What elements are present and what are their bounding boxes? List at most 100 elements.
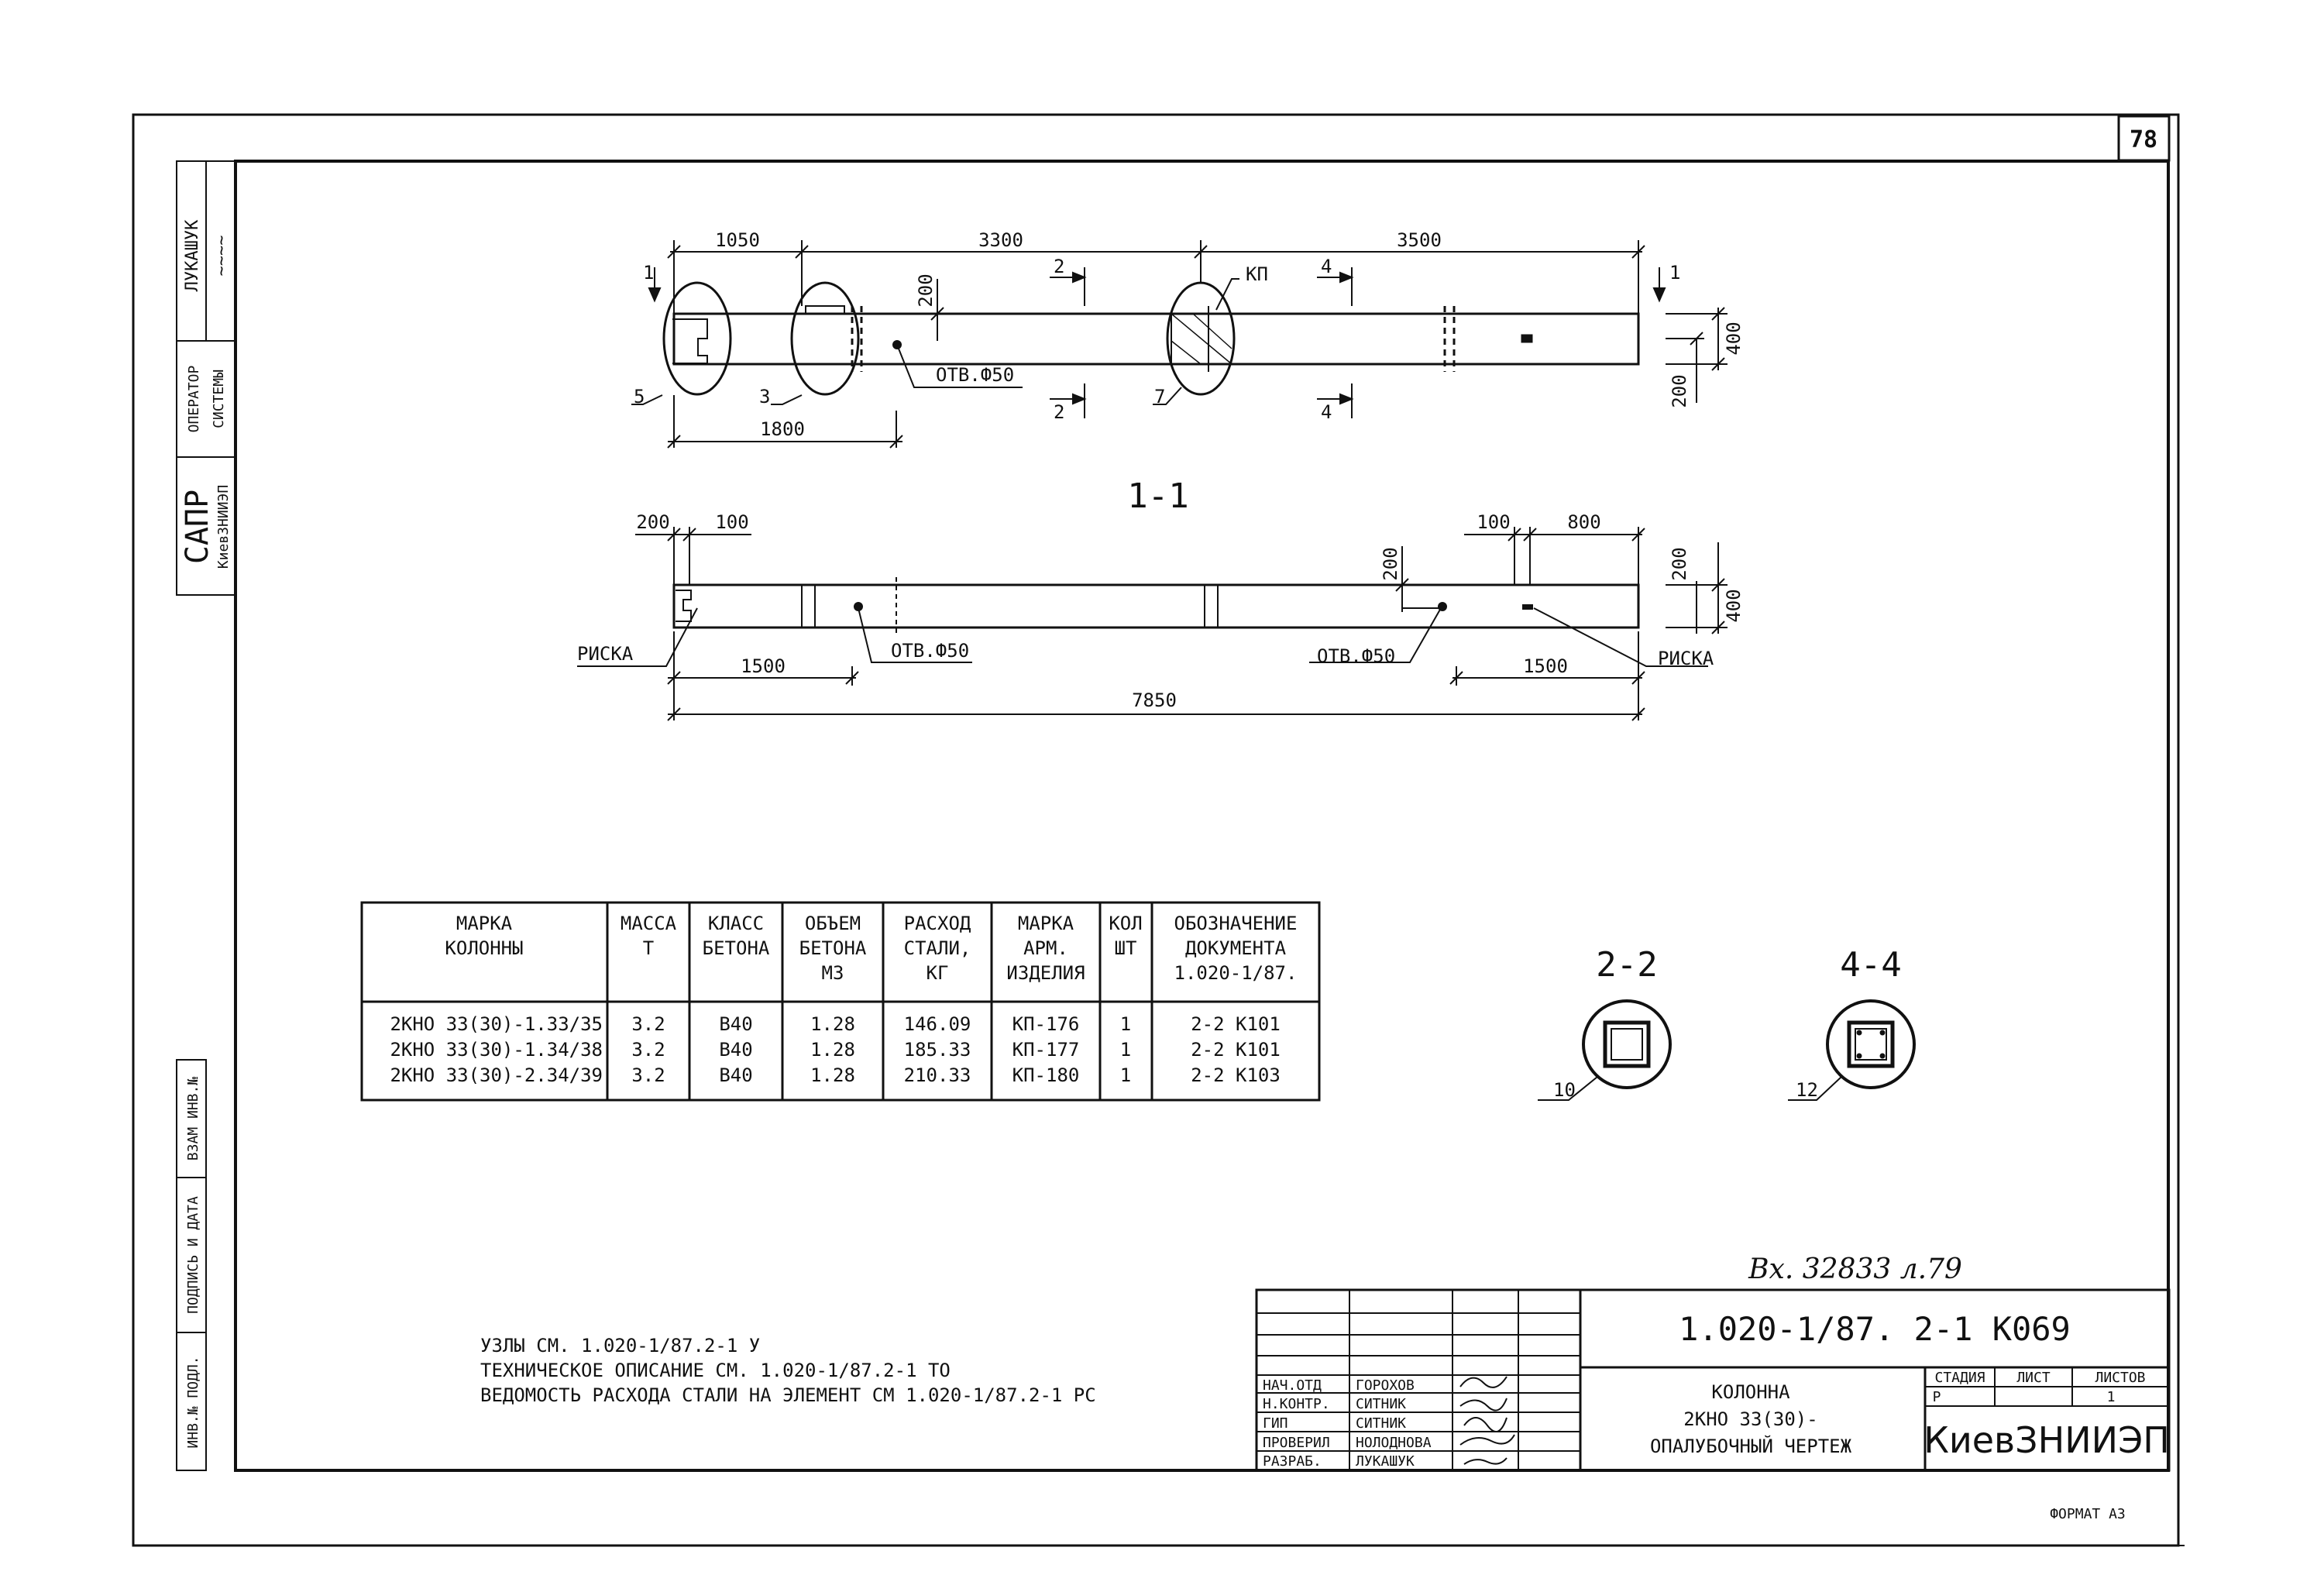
note-3: ВЕДОМОСТЬ РАСХОДА СТАЛИ НА ЭЛЕМЕНТ СМ 1.…	[480, 1384, 1096, 1406]
top-view	[662, 281, 1640, 396]
note-2: ТЕХНИЧЕСКОЕ ОПИСАНИЕ СМ. 1.020-1/87.2-1 …	[480, 1360, 951, 1381]
section-2-bottom: 2	[1054, 401, 1064, 423]
name-3: СИТНИК	[1356, 1415, 1406, 1432]
role-1: НАЧ.ОТД	[1263, 1377, 1322, 1394]
r1-massa: 3.2	[631, 1013, 665, 1035]
th-obozn-3: 1.020-1/87.	[1174, 962, 1298, 984]
dim-3500: 3500	[1397, 229, 1442, 251]
r1-klass: В40	[719, 1013, 752, 1035]
dim-1500-right: 1500	[1523, 655, 1568, 677]
section-4-top: 4	[1321, 256, 1332, 277]
dim-1500-left: 1500	[741, 655, 786, 677]
th-arm-3: ИЗДЕЛИЯ	[1006, 962, 1085, 984]
doc-code: 1.020-1/87. 2-1 К069	[1679, 1310, 2071, 1348]
notes: УЗЛЫ СМ. 1.020-1/87.2-1 У ТЕХНИЧЕСКОЕ ОП…	[480, 1335, 1096, 1406]
spec-table: МАРКА КОЛОННЫ МАССА Т КЛАСС БЕТОНА ОБЪЕМ…	[390, 913, 1297, 1086]
sheet-header: ЛИСТ	[2016, 1370, 2051, 1386]
title-block: 1.020-1/87. 2-1 К069 НАЧ.ОТД ГОРОХОВ Н.К…	[1263, 1310, 2170, 1522]
note-1: УЗЛЫ СМ. 1.020-1/87.2-1 У	[480, 1335, 760, 1356]
hole-label-s11-left: ОТВ.Ф50	[891, 640, 969, 662]
top-view-labels: 1050 3300 3500 1800 200 400 200 1 1 2 2 …	[634, 229, 1745, 440]
spec-table-grid	[360, 901, 1321, 1102]
r2-klass: В40	[719, 1039, 752, 1061]
r2-obozn: 2-2 К101	[1191, 1039, 1281, 1061]
th-obozn-2: ДОКУМЕНТА	[1185, 937, 1287, 959]
title-line-2: 2КНО 33(30)-	[1683, 1408, 1817, 1430]
th-marka-1: МАРКА	[456, 913, 513, 934]
handwritten-note: Вх. 32833 л.79	[1748, 1253, 1962, 1285]
top-view-dimensions	[631, 240, 1728, 449]
dim-800-s11: 800	[1567, 511, 1600, 533]
side-system: СИСТЕМЫ	[211, 370, 227, 428]
section-4-bottom: 4	[1321, 401, 1332, 423]
sheets-header: ЛИСТОВ	[2095, 1370, 2145, 1386]
dim-7850: 7850	[1132, 689, 1177, 711]
role-2: Н.КОНТР.	[1263, 1396, 1330, 1412]
th-obem-2: БЕТОНА	[799, 937, 867, 959]
section-1-left: 1	[643, 262, 654, 284]
section-1-1-dimensions	[577, 527, 1728, 721]
name-5: ЛУКАШУК	[1356, 1453, 1415, 1470]
section-1-1-view	[672, 577, 1640, 635]
th-kol-2: ШТ	[1115, 937, 1137, 959]
r3-marka: 2КНО 33(30)-2.34/39	[390, 1064, 603, 1086]
dim-200-s11-right: 200	[1669, 547, 1690, 580]
role-3: ГИП	[1263, 1415, 1288, 1432]
title-line-3: ОПАЛУБОЧНЫЙ ЧЕРТЕЖ	[1650, 1435, 1852, 1457]
r2-massa: 3.2	[631, 1039, 665, 1061]
side-inv: ИНВ.№ ПОДЛ.	[185, 1356, 201, 1448]
role-5: РАЗРАБ.	[1263, 1453, 1322, 1470]
r1-arm: КП-176	[1012, 1013, 1080, 1035]
name-1: ГОРОХОВ	[1356, 1377, 1415, 1394]
section-1-1-title: 1-1	[1127, 476, 1188, 516]
dim-100-s11-left: 100	[715, 511, 748, 533]
r2-arm: КП-177	[1012, 1039, 1080, 1061]
name-4: НОЛОДНОВА	[1356, 1435, 1432, 1451]
hole-label-top: ОТВ.Ф50	[936, 364, 1014, 386]
r1-rashod: 146.09	[904, 1013, 971, 1035]
r3-klass: В40	[719, 1064, 752, 1086]
section-2-2-title: 2-2	[1596, 945, 1657, 985]
th-rashod-1: РАСХОД	[904, 913, 971, 934]
th-massa-1: МАССА	[621, 913, 677, 934]
callout-5: 5	[634, 386, 645, 407]
side-vzam: ВЗАМ ИНВ.№	[185, 1077, 201, 1161]
callout-7: 7	[1154, 386, 1165, 407]
r3-obozn: 2-2 К103	[1191, 1064, 1281, 1086]
side-name: ЛУКАШУК	[183, 219, 202, 291]
format-label: ФОРМАТ А3	[2050, 1506, 2126, 1522]
dim-100-s11-right: 100	[1477, 511, 1510, 533]
th-marka-2: КОЛОННЫ	[445, 937, 523, 959]
dim-200-s11-mid: 200	[1380, 547, 1401, 580]
riska-left: РИСКА	[577, 643, 634, 665]
r2-marka: 2КНО 33(30)-1.34/38	[390, 1039, 603, 1061]
th-obozn-1: ОБОЗНАЧЕНИЕ	[1174, 913, 1298, 934]
section-4-4-title: 4-4	[1840, 945, 1901, 985]
section-4-4-symbol	[1788, 999, 1916, 1101]
r2-kol: 1	[1120, 1039, 1131, 1061]
th-rashod-2: СТАЛИ,	[904, 937, 971, 959]
section-2-2-symbol	[1538, 999, 1672, 1101]
dim-1800: 1800	[760, 418, 805, 440]
r3-massa: 3.2	[631, 1064, 665, 1086]
th-klass-1: КЛАСС	[708, 913, 764, 934]
stage-header: СТАДИЯ	[1934, 1370, 1985, 1386]
r3-rashod: 210.33	[904, 1064, 971, 1086]
name-2: СИТНИК	[1356, 1396, 1406, 1412]
side-strip	[176, 160, 236, 1471]
th-massa-2: Т	[643, 937, 654, 959]
section-1-1-labels: 200 100 100 800 200 200 400 РИСКА РИСКА …	[577, 511, 1745, 711]
dim-1050: 1050	[715, 229, 760, 251]
side-org: КиевЗНИИЭП	[215, 485, 232, 569]
stage-value: Р	[1933, 1389, 1941, 1405]
callout-12: 12	[1796, 1079, 1818, 1101]
section-1-right: 1	[1669, 262, 1680, 284]
side-podpis: ПОДПИСЬ И ДАТА	[185, 1196, 201, 1314]
sheets-value: 1	[2107, 1389, 2116, 1405]
signatures	[1459, 1376, 1515, 1465]
kp-label: КП	[1246, 263, 1268, 285]
dim-200-top: 200	[915, 273, 937, 307]
th-arm-2: АРМ.	[1023, 937, 1068, 959]
r3-obem: 1.28	[810, 1064, 855, 1086]
